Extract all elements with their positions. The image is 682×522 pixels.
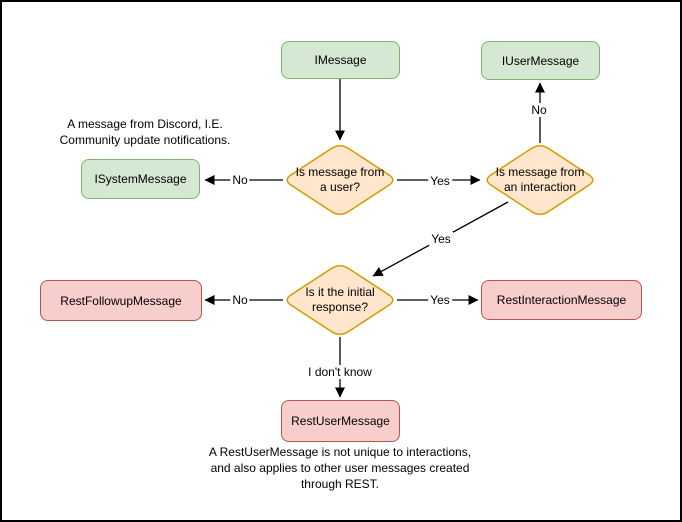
annotation-rest-user-message-note: A RestUserMessage is not unique to inter… <box>208 445 472 491</box>
decision-is-user-label: Is message from a user? <box>295 165 385 194</box>
decision-is-interaction-diamond <box>486 144 594 216</box>
edge-label-user-yes: Yes <box>428 174 452 188</box>
annotation-system-message-note: A message from Discord, I.E. Community u… <box>59 117 231 147</box>
node-isystemmessage: ISystemMessage <box>81 159 200 199</box>
node-restfollowupmessage: RestFollowupMessage <box>40 280 202 321</box>
node-imessage: IMessage <box>281 41 400 79</box>
edge-label-interaction-no: No <box>529 103 549 117</box>
edge-label-initial-unknown: I don't know <box>306 365 374 379</box>
edge-label-initial-yes: Yes <box>428 293 452 307</box>
decision-is-user-diamond <box>286 144 394 216</box>
edge-label-user-no: No <box>230 173 250 187</box>
edge-label-interaction-yes: Yes <box>429 232 453 246</box>
decision-is-initial-diamond <box>286 264 394 336</box>
node-restusermessage: RestUserMessage <box>281 400 400 442</box>
decision-is-interaction-label: Is message from an interaction <box>495 165 585 194</box>
edge-label-initial-no: No <box>230 293 250 307</box>
node-restinteractionmessage: RestInteractionMessage <box>481 280 642 320</box>
node-iusermessage: IUserMessage <box>481 41 600 80</box>
decision-is-initial-label: Is it the initial response? <box>305 285 375 314</box>
